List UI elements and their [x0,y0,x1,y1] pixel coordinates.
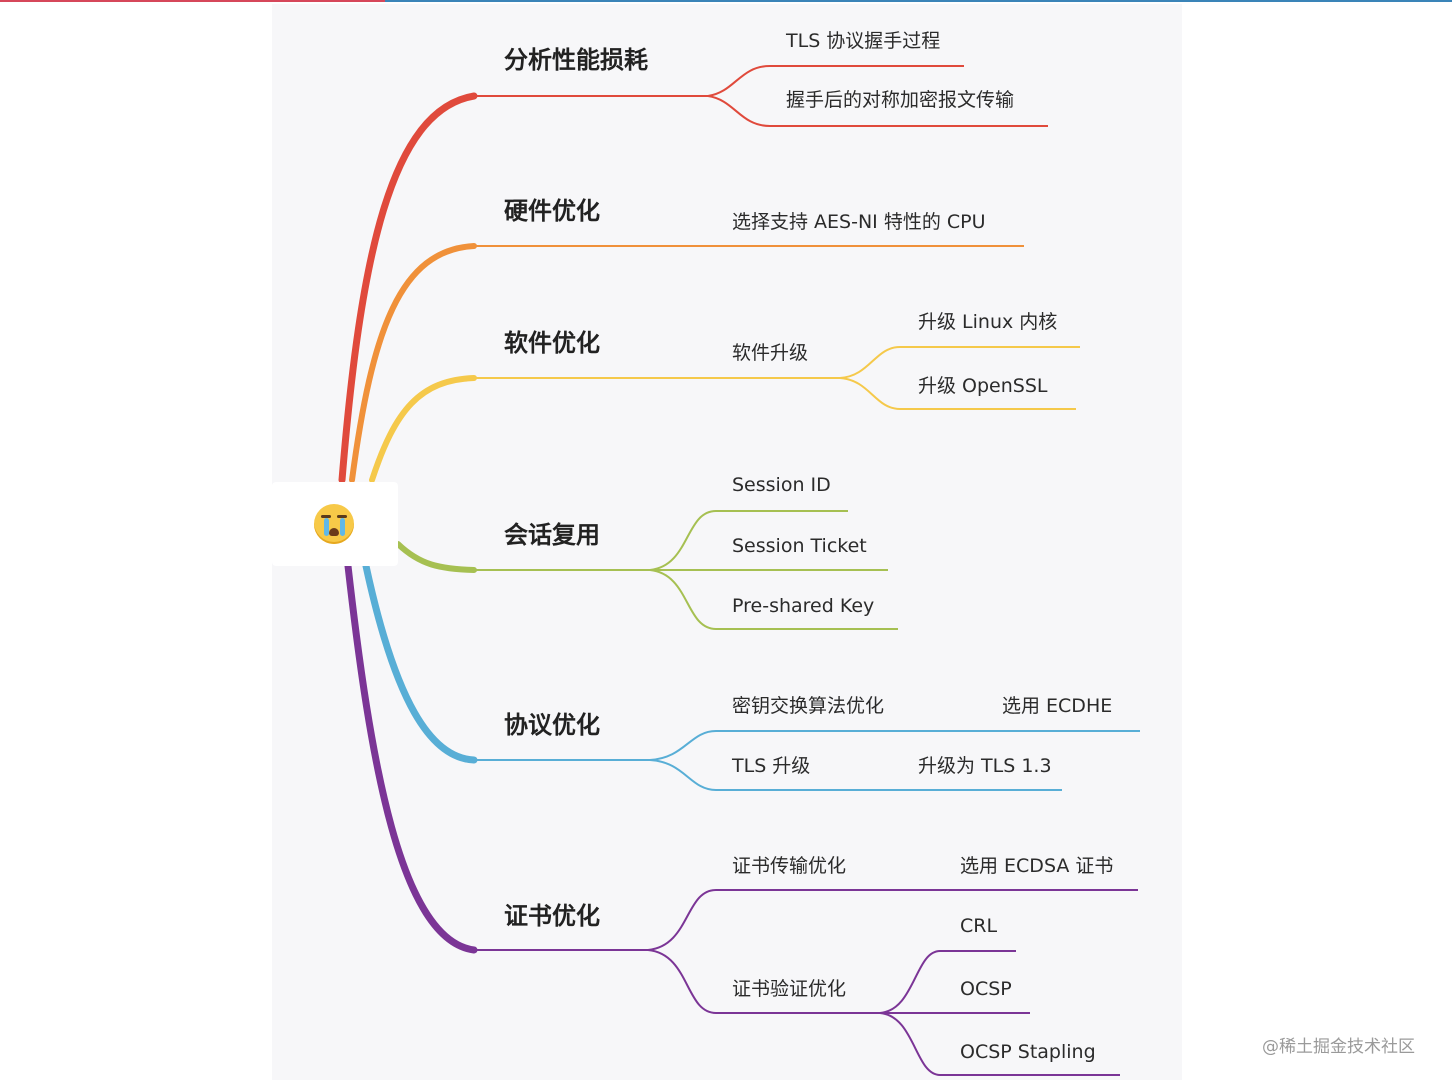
emoji-eye [321,515,331,518]
node-aes-ni-cpu[interactable]: 选择支持 AES-NI 特性的 CPU [732,211,986,233]
connector-openssl [839,377,1076,410]
top-bar-red-segment [0,0,385,2]
node-symmetric-encryption[interactable]: 握手后的对称加密报文传输 [786,89,1015,111]
connector-symmetric [707,95,1048,127]
branch-certificate[interactable]: 证书优化 [504,902,600,930]
connector-tls-handshake [707,65,964,97]
node-software-upgrade[interactable]: 软件升级 [732,342,809,364]
node-linux-kernel[interactable]: 升级 Linux 内核 [918,311,1058,333]
node-pre-shared-key[interactable]: Pre-shared Key [732,595,875,617]
trunk-software [369,375,477,483]
crying-face-icon [314,504,354,544]
node-key-exchange[interactable]: 密钥交换算法优化 [732,695,885,717]
trunk-protocol [362,562,478,764]
node-cert-transfer[interactable]: 证书传输优化 [732,855,847,877]
trunk-session [395,541,477,573]
top-progress-bar [0,0,1452,2]
branch-software[interactable]: 软件优化 [504,329,600,357]
emoji-mouth [329,528,339,536]
branch-hardware[interactable]: 硬件优化 [504,197,600,225]
branch-session[interactable]: 会话复用 [504,521,600,549]
node-cert-verify[interactable]: 证书验证优化 [732,978,847,1000]
emoji-tear [324,518,329,536]
node-session-id[interactable]: Session ID [732,474,831,496]
node-tls-upgrade[interactable]: TLS 升级 [732,755,811,777]
connector-session-id [649,510,848,571]
trunk-hardware [349,243,477,483]
connector-tls-upgrade [649,759,1062,791]
node-ecdsa-cert[interactable]: 选用 ECDSA 证书 [960,855,1114,877]
emoji-tear [340,518,345,536]
trunk-certificate [344,562,478,954]
node-ocsp[interactable]: OCSP [960,978,1012,1000]
connector-cert-verify [647,949,880,1014]
node-crl[interactable]: CRL [960,915,998,937]
branch-analysis[interactable]: 分析性能损耗 [504,46,648,74]
connector-cert-transfer [647,889,1138,951]
branch-protocol[interactable]: 协议优化 [504,711,600,739]
emoji-eye [337,515,347,518]
connector-psk [649,569,898,630]
node-ocsp-stapling[interactable]: OCSP Stapling [960,1041,1096,1063]
node-tls-handshake[interactable]: TLS 协议握手过程 [786,30,941,52]
watermark: @稀土掘金技术社区 [1262,1037,1415,1057]
node-session-ticket[interactable]: Session Ticket [732,535,867,557]
connector-key-exchange [649,730,1140,761]
node-tls13[interactable]: 升级为 TLS 1.3 [918,755,1052,777]
connector-linux [839,346,1080,379]
connector-ocsp-stapling [879,1012,1120,1076]
mindmap-canvas [272,4,1182,1080]
trunk-analysis [338,92,478,484]
node-openssl[interactable]: 升级 OpenSSL [918,375,1048,397]
connector-crl [879,950,1016,1014]
node-ecdhe[interactable]: 选用 ECDHE [1002,695,1113,717]
top-bar-blue-segment [385,0,1452,2]
